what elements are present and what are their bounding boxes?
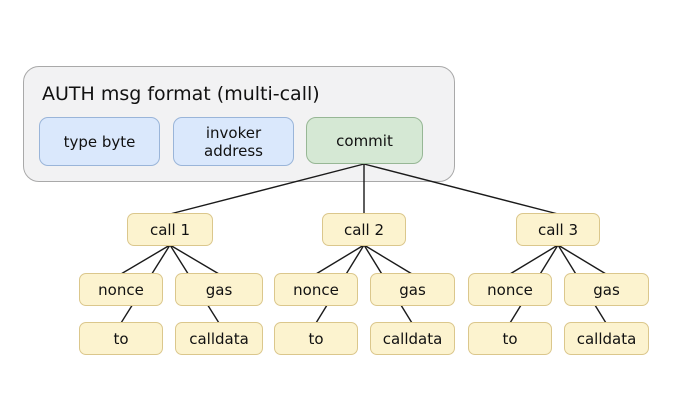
node-call3-calldata: calldata <box>564 322 649 355</box>
field-commit: commit <box>306 117 423 164</box>
node-call1-gas: gas <box>175 273 263 306</box>
node-call-1: call 1 <box>127 213 213 246</box>
node-call1-nonce: nonce <box>79 273 163 306</box>
node-call3-nonce: nonce <box>468 273 552 306</box>
node-call-2: call 2 <box>322 213 406 246</box>
node-call2-calldata: calldata <box>370 322 455 355</box>
node-call2-nonce: nonce <box>274 273 358 306</box>
node-call1-to: to <box>79 322 163 355</box>
node-call-3: call 3 <box>516 213 600 246</box>
node-call2-gas: gas <box>370 273 455 306</box>
field-type-byte: type byte <box>39 117 160 166</box>
field-invoker-address: invoker address <box>173 117 294 166</box>
node-call3-to: to <box>468 322 552 355</box>
node-call1-calldata: calldata <box>175 322 263 355</box>
node-call3-gas: gas <box>564 273 649 306</box>
node-call2-to: to <box>274 322 358 355</box>
auth-format-title: AUTH msg format (multi-call) <box>42 83 320 105</box>
